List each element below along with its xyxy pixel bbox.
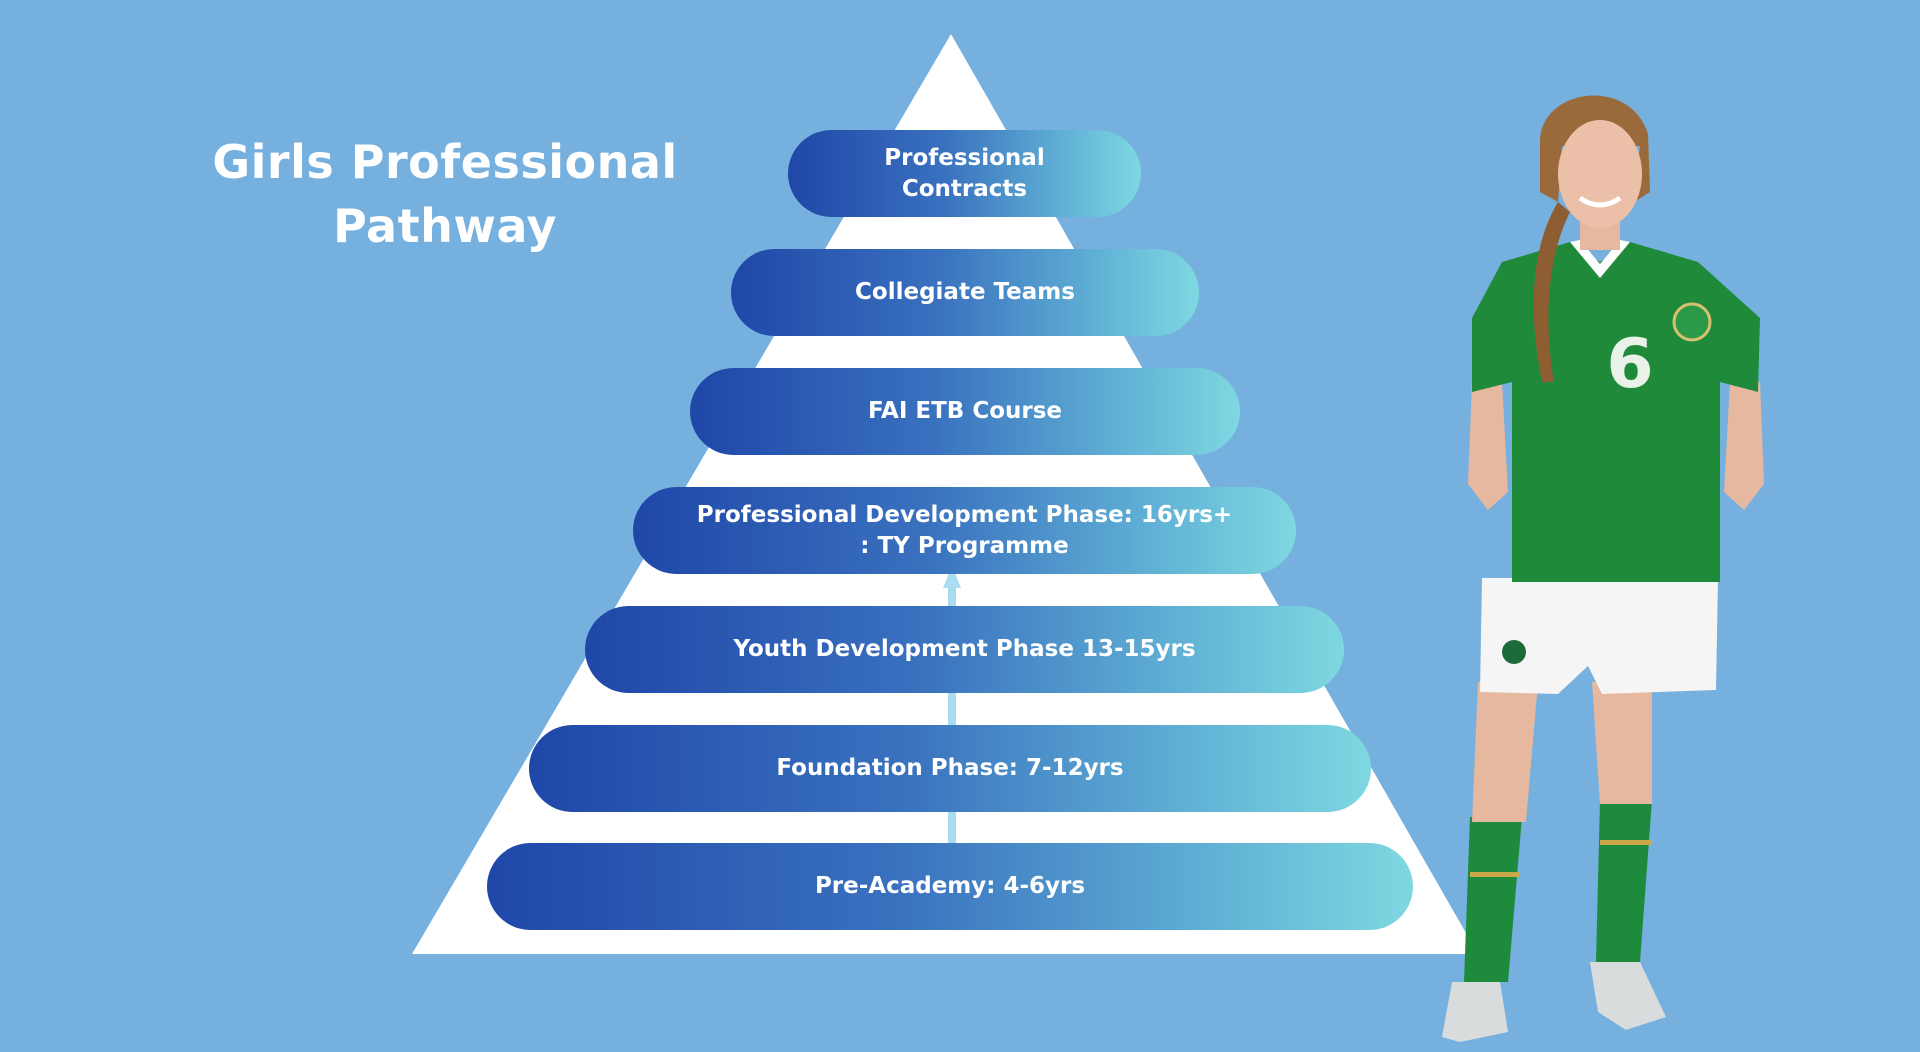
title-line-2: Pathway [333,199,557,253]
page-title: Girls Professional Pathway [200,130,690,258]
title-line-1: Girls Professional [212,135,678,189]
tier-foundation-phase: Foundation Phase: 7-12yrs [529,725,1371,812]
tier-professional-contracts: Professional Contracts [788,130,1141,217]
tier-fai-etb-course: FAI ETB Course [690,368,1240,455]
tier-collegiate-teams: Collegiate Teams [731,249,1199,336]
tier-label: FAI ETB Course [867,398,1063,424]
jersey-number: 6 [1606,325,1653,404]
tier-label: Professional Development Phase: 16yrs+ [696,501,1233,528]
tier-label-secondary: : TY Programme [860,532,1069,559]
tier-pre-academy: Pre-Academy: 4-6yrs [487,843,1413,930]
progression-arrow [943,566,961,846]
tier-label: Youth Development Phase 13-15yrs [733,636,1196,662]
player-photo: 6 [1442,95,1764,1042]
tier-professional-development: Professional Development Phase: 16yrs+ :… [633,487,1296,574]
tier-label: Professional Contracts [884,144,1045,202]
tier-label: Foundation Phase: 7-12yrs [776,755,1124,781]
tier-youth-development: Youth Development Phase 13-15yrs [585,606,1344,693]
tier-label: Collegiate Teams [855,279,1075,305]
tier-label: Pre-Academy: 4-6yrs [814,873,1086,899]
